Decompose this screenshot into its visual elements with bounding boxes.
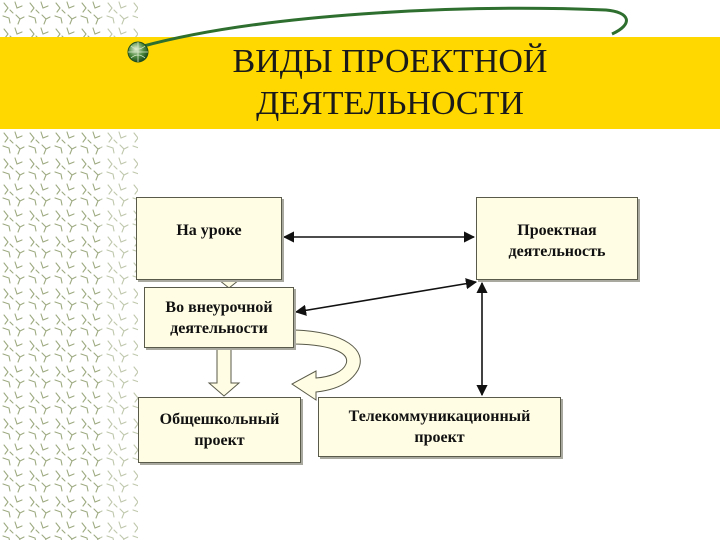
green-swoosh-decoration: [139, 6, 628, 49]
connector-proektnaya-vneurochnoy: [294, 278, 478, 316]
page-title-line-2: ДЕЯТЕЛЬНОСТИ: [256, 85, 524, 122]
curved-arrow-vneurochnoy-telecom: [291, 329, 361, 401]
box-obshcheshkolny-label: Общешкольный проект: [159, 411, 280, 449]
box-obshcheshkolny-proekt: Общешкольный проект: [138, 397, 301, 463]
box-vo-vneurochnoy: Во внеурочной деятельности: [144, 287, 294, 348]
box-telekommunikatsionny-proekt: Телекоммуникационный проект: [318, 397, 561, 457]
box-telecom-label: Телекоммуникационный проект: [348, 408, 531, 446]
title-band: [0, 37, 720, 129]
box-proektnaya-label: Проектная деятельность: [508, 222, 606, 260]
page-title-line-1: ВИДЫ ПРОЕКТНОЙ: [232, 43, 548, 80]
box-vneurochnoy-label: Во внеурочной деятельности: [165, 298, 273, 337]
block-arrow-vneurochnoy-obshcheshkolny: [207, 348, 241, 397]
box-na-uroke: На уроке: [136, 197, 282, 280]
box-proektnaya-deyatelnost: Проектная деятельность: [476, 197, 638, 280]
globe-bullet-icon: [127, 41, 149, 63]
box-na-uroke-label: На уроке: [176, 222, 242, 239]
